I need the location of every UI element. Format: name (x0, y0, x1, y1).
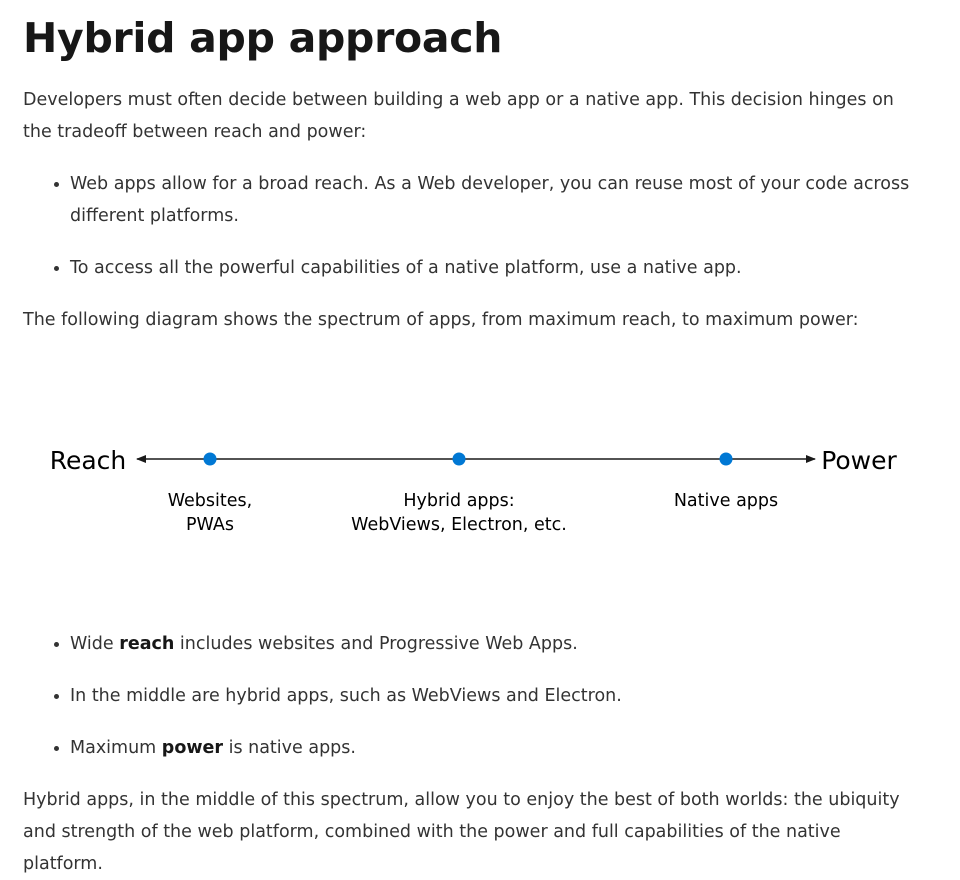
power-emphasis: power (161, 738, 224, 758)
list-text: is native apps. (223, 738, 356, 758)
tradeoff-list: Web apps allow for a broad reach. As a W… (23, 168, 923, 284)
page-title: Hybrid app approach (23, 14, 503, 62)
list-item: Web apps allow for a broad reach. As a W… (70, 168, 923, 232)
list-item: In the middle are hybrid apps, such as W… (70, 680, 923, 712)
list-text: includes websites and Progressive Web Ap… (174, 634, 578, 654)
websites-label-line2: PWAs (186, 515, 234, 535)
hybrid-dot (452, 452, 466, 466)
native-dot (719, 452, 733, 466)
list-text: Wide (70, 634, 120, 654)
diagram-intro-paragraph: The following diagram shows the spectrum… (23, 310, 859, 330)
list-item: Wide reach includes websites and Progres… (70, 628, 923, 660)
list-item: To access all the powerful capabilities … (70, 252, 923, 284)
reach-label: Reach (50, 446, 127, 475)
intro-paragraph: Developers must often decide between bui… (23, 90, 894, 142)
list-text: Maximum (70, 738, 162, 758)
websites-label-line1: Websites, (168, 491, 252, 511)
hybrid-label-line1: Hybrid apps: (403, 491, 514, 511)
power-label: Power (821, 446, 897, 475)
summary-paragraph: Hybrid apps, in the middle of this spect… (23, 790, 900, 874)
reach-emphasis: reach (119, 634, 175, 654)
spectrum-list: Wide reach includes websites and Progres… (23, 628, 923, 764)
hybrid-label-line2: WebViews, Electron, etc. (351, 515, 567, 535)
list-item: Maximum power is native apps. (70, 732, 923, 764)
websites-dot (203, 452, 217, 466)
native-label-line1: Native apps (674, 491, 778, 511)
spectrum-svg: Reach Power Websites, PWAs Hybrid apps: … (50, 446, 898, 535)
reach-power-diagram: Reach Power Websites, PWAs Hybrid apps: … (23, 336, 923, 628)
article: Hybrid app approach Developers must ofte… (23, 0, 923, 880)
